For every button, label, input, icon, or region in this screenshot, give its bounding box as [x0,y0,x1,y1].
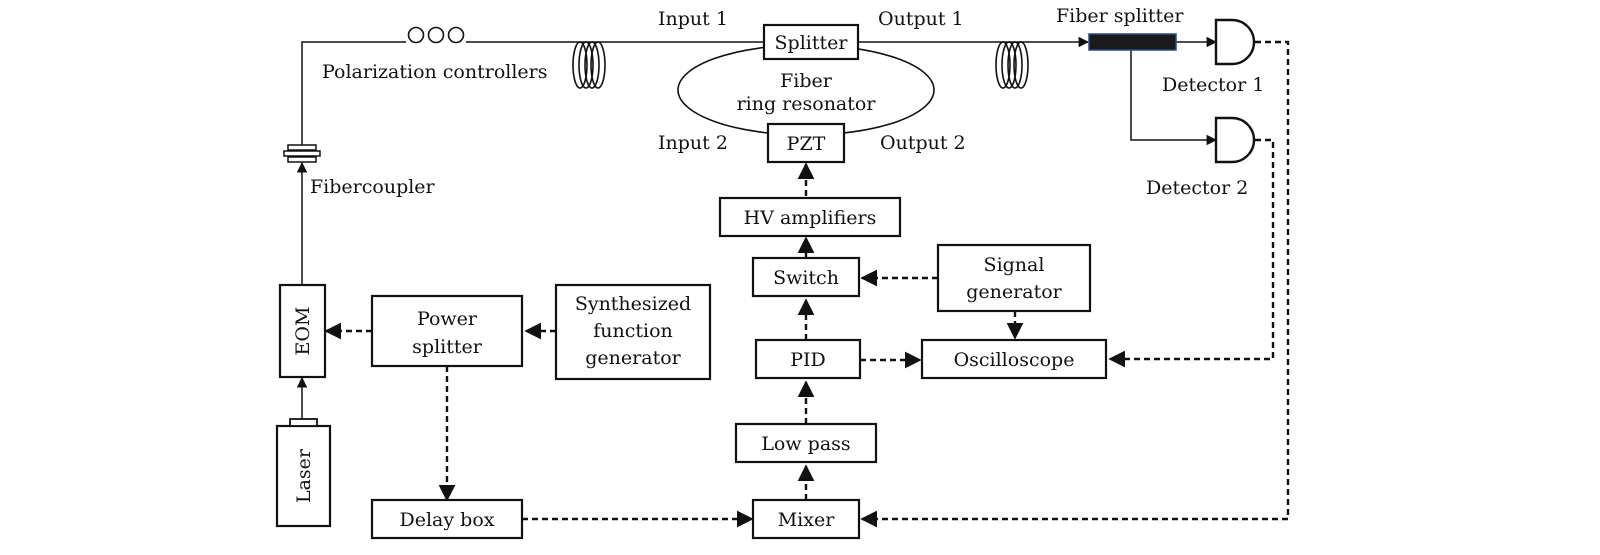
input1-label: Input 1 [658,8,728,30]
signal-detector2-to-oscilloscope [1108,138,1275,368]
pid-label: PID [790,349,826,371]
output1-label: Output 1 [878,8,964,30]
detector1-label: Detector 1 [1162,74,1264,96]
switch-label: Switch [773,267,839,289]
fiber-splitter-icon [1088,33,1177,51]
fiber-to-detector2 [1130,50,1218,146]
synthesized-function-generator-box [554,283,712,381]
fibercoupler-label: Fibercoupler [310,176,436,198]
signal-lines [324,40,1290,528]
fiber-splitter-label: Fiber splitter [1056,5,1184,27]
laser-output-port [289,418,318,427]
polarization-controllers-label: Polarization controllers [322,61,548,83]
pid-box [754,338,862,380]
laser-label: Laser [293,448,315,503]
detector1-icon [1214,18,1256,66]
output2-label: Output 2 [880,132,966,154]
signal-generator-box [936,243,1092,313]
synth-label-line2: function [593,320,673,342]
switch-box [751,256,861,298]
synth-label-line3: generator [585,347,681,369]
input2-label: Input 2 [658,132,728,154]
splitter-label: Splitter [775,32,849,54]
low-pass-label: Low pass [761,433,850,455]
oscilloscope-box [920,338,1108,380]
eom-box [278,283,327,379]
pzt-label: PZT [787,133,826,155]
detector2-icon [1214,116,1256,164]
synth-label-line1: Synthesized [575,293,691,315]
splitter-box [762,23,860,61]
pzt-box [766,122,846,164]
oscilloscope-label: Oscilloscope [954,349,1075,371]
mixer-box [751,498,861,540]
delay-box-label: Delay box [400,509,495,531]
fiber-spool-icon [572,41,606,89]
eom-label: EOM [292,307,314,356]
laser-box [275,424,332,528]
fiber-spool-icon [995,41,1029,89]
signal-generator-label-line1: Signal [984,254,1045,276]
low-pass-box [734,422,878,464]
detector2-label: Detector 2 [1146,177,1248,199]
signal-detector1-to-mixer [860,40,1290,528]
hv-amplifiers-label: HV amplifiers [744,207,877,229]
hv-amplifiers-box [718,196,902,238]
optical-fiber-lines [296,36,1218,420]
ring-label-line2: ring resonator [737,93,877,115]
polarization-controllers-icon [407,26,465,44]
delay-box [370,498,524,540]
signal-generator-label-line2: generator [966,281,1062,303]
fibercoupler-icon [283,144,321,163]
ring-label-line1: Fiber [780,70,833,92]
power-splitter-label-line1: Power [417,308,478,330]
fiber-coupler-to-controllers [301,41,406,145]
power-splitter-box [370,294,524,368]
mixer-label: Mixer [778,509,835,531]
power-splitter-label-line2: splitter [412,336,483,358]
